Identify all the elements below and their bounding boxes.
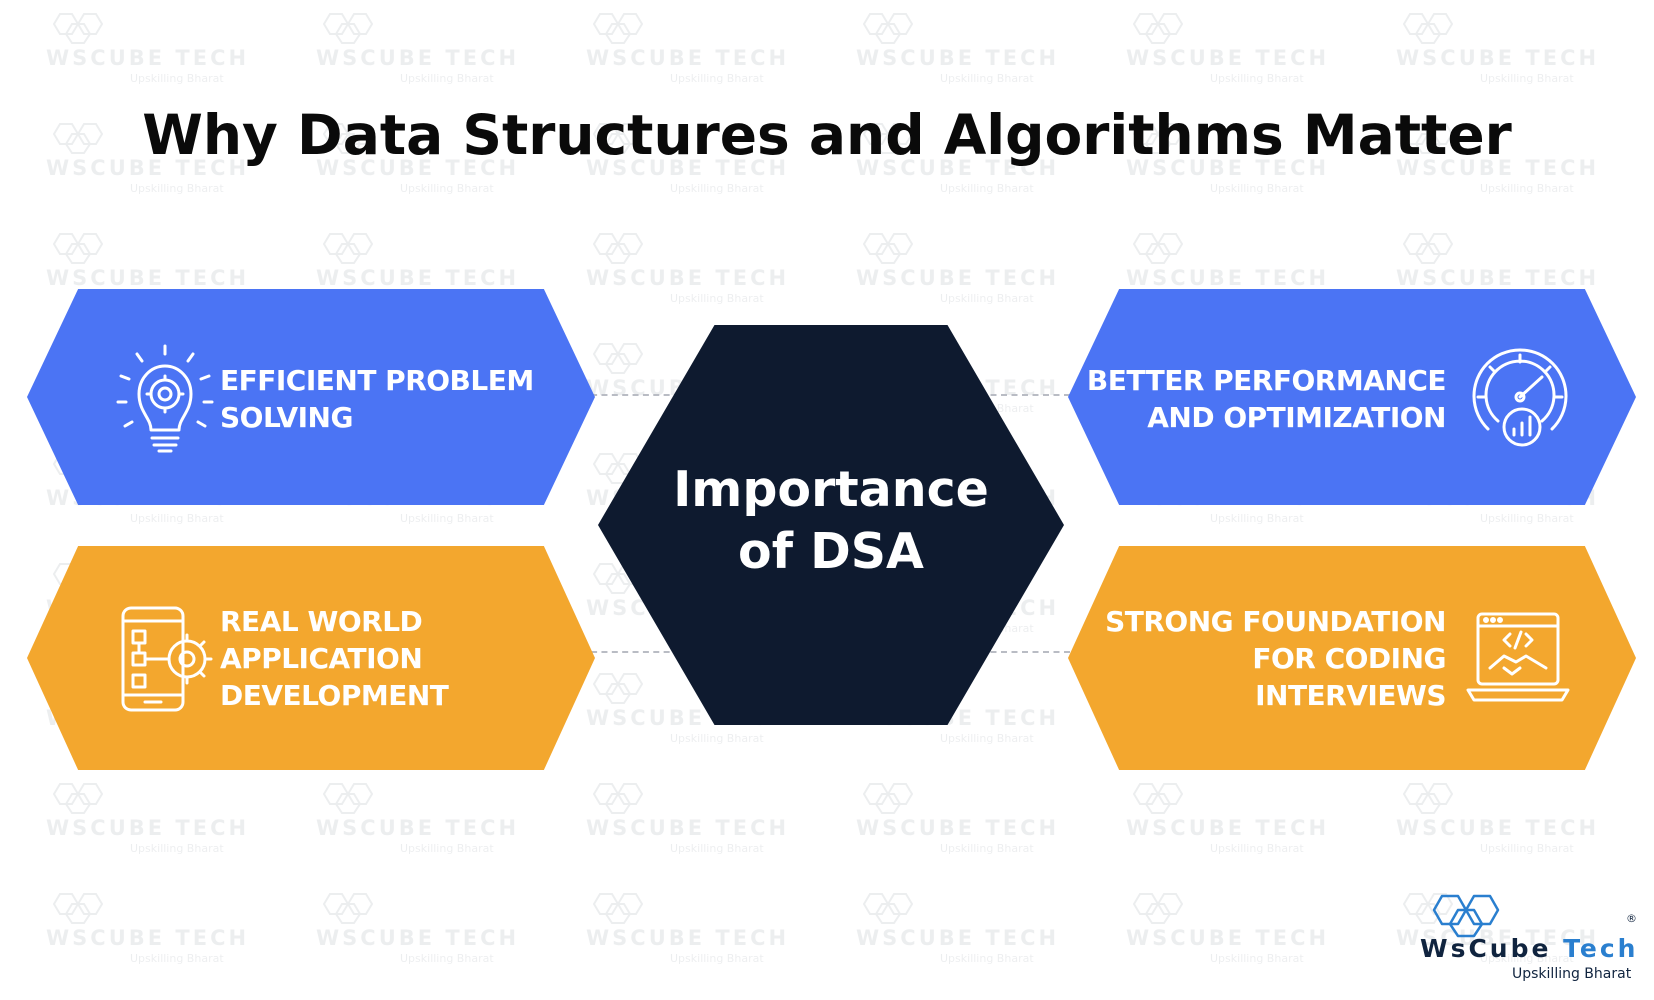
brand-logo: WsCube Tech ® Upskilling Bharat: [1420, 890, 1640, 990]
logo-tagline: Upskilling Bharat: [1512, 966, 1632, 982]
card-shape: [1068, 546, 1636, 770]
card-efficient-problem-solving: EFFICIENT PROBLEM SOLVING: [27, 289, 595, 505]
card-better-performance-optimization: BETTER PERFORMANCE AND OPTIMIZATION: [1068, 289, 1636, 505]
center-label: Importance of DSA: [673, 461, 989, 580]
laptop-handshake-icon: [1466, 612, 1570, 702]
card-label: BETTER PERFORMANCE AND OPTIMIZATION: [1086, 364, 1447, 434]
speedometer-icon: [1472, 348, 1568, 447]
center-hexagon: Importance of DSA: [598, 325, 1064, 725]
connector-top-left: [560, 394, 680, 396]
lightbulb-gear-icon: [116, 344, 214, 453]
logo-registered-mark: ®: [1626, 912, 1637, 925]
logo-name-part2: Tech: [1563, 934, 1639, 963]
card-label: EFFICIENT PROBLEM SOLVING: [220, 364, 534, 434]
connector-bottom-right: [980, 651, 1070, 653]
card-real-world-application-development: REAL WORLD APPLICATION DEVELOPMENT: [27, 546, 595, 770]
page-title: Why Data Structures and Algorithms Matte…: [142, 103, 1512, 167]
connector-top-right: [980, 394, 1070, 396]
logo-hexagons-icon: [1432, 894, 1500, 938]
card-shape: [27, 289, 595, 505]
mobile-gear-icon: [121, 606, 213, 712]
logo-name: WsCube Tech: [1420, 934, 1638, 963]
card-label: REAL WORLD APPLICATION DEVELOPMENT: [220, 605, 449, 712]
card-label: STRONG FOUNDATION FOR CODING INTERVIEWS: [1105, 605, 1446, 712]
center-hexagon-shape: [598, 325, 1064, 725]
connector-bottom-left: [560, 651, 680, 653]
card-strong-foundation-coding-interviews: STRONG FOUNDATION FOR CODING INTERVIEWS: [1068, 546, 1636, 770]
card-shape: [1068, 289, 1636, 505]
logo-name-part1: WsCube: [1420, 934, 1552, 963]
